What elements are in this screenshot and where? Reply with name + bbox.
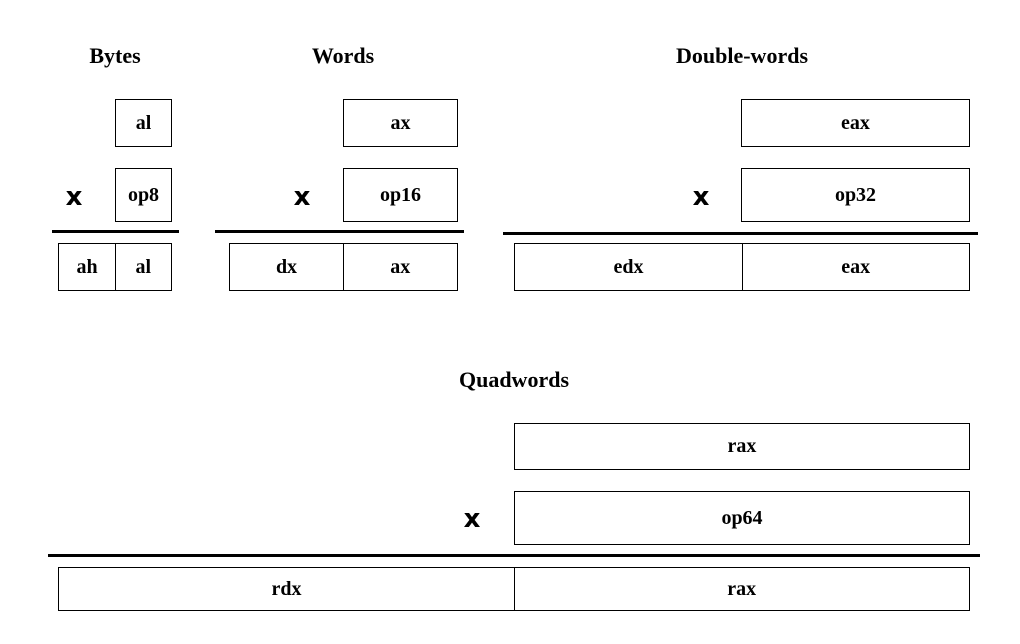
quadwords-result-rule [48, 554, 980, 557]
quadwords-multiply-sign: x [463, 504, 481, 534]
doublewords-result-rule [503, 232, 978, 235]
doublewords-multiply-sign: x [692, 182, 710, 212]
doublewords-result-low-register: eax [741, 243, 970, 291]
bytes-result-rule [52, 230, 179, 233]
words-result-low-register: ax [342, 243, 458, 291]
words-multiply-sign: x [293, 182, 311, 212]
words-result-high-register: dx [229, 243, 344, 291]
quadwords-title: Quadwords [458, 367, 570, 392]
quadwords-result-low-register: rax [513, 567, 970, 611]
bytes-operand-register: al [115, 99, 172, 147]
bytes-title: Bytes [89, 43, 141, 68]
quadwords-operand-register: rax [514, 423, 970, 470]
words-multiplier-operand: op16 [343, 168, 458, 222]
words-operand-register: ax [343, 99, 458, 147]
doublewords-operand-register: eax [741, 99, 970, 147]
doublewords-multiplier-operand: op32 [741, 168, 970, 222]
bytes-multiply-sign: x [65, 182, 83, 212]
bytes-result-low-register: al [114, 243, 172, 291]
bytes-multiplier-operand: op8 [115, 168, 172, 222]
doublewords-result-high-register: edx [514, 243, 743, 291]
words-title: Words [311, 43, 375, 68]
quadwords-result-high-register: rdx [58, 567, 515, 611]
doublewords-title: Double-words [675, 43, 809, 68]
bytes-result-high-register: ah [58, 243, 116, 291]
words-result-rule [215, 230, 464, 233]
quadwords-multiplier-operand: op64 [514, 491, 970, 545]
